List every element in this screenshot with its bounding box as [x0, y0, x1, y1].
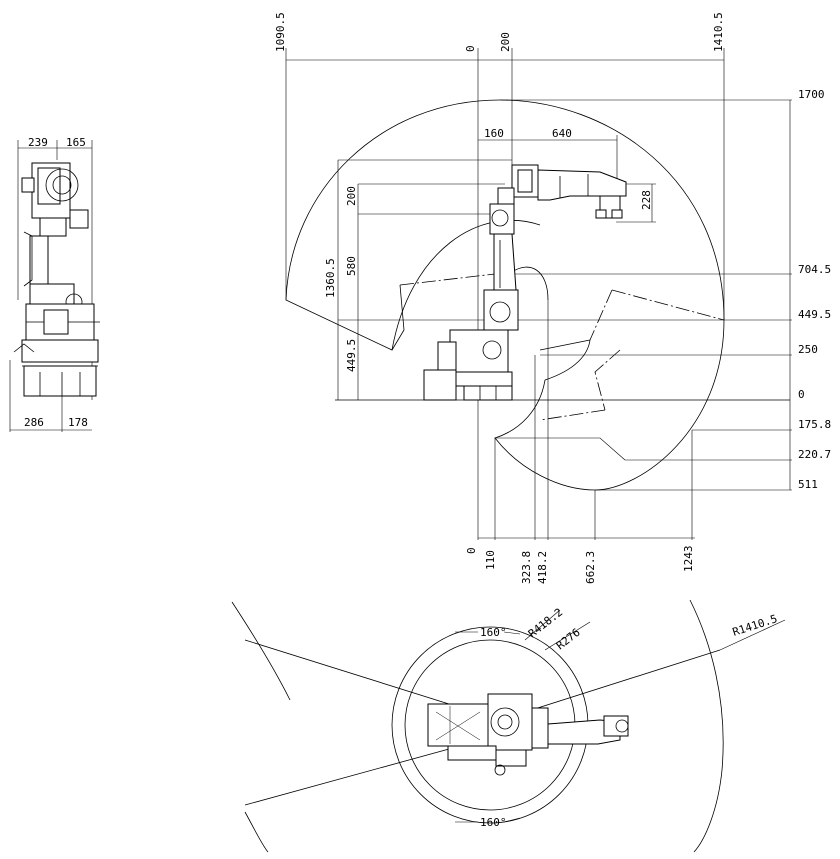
- front-dim-bottom-323-8: 323.8: [520, 551, 533, 584]
- robot-top-silhouette: [427, 693, 629, 776]
- top-view: 160° 160° R418.2 R276 R1410.5: [231, 599, 786, 853]
- front-dim-449-5: 449.5: [798, 308, 831, 321]
- front-dim-1090-5: 1090.5: [274, 12, 287, 52]
- front-dim-bottom-110: 110: [484, 550, 497, 570]
- front-dim-left-580: 580: [345, 256, 358, 276]
- front-dim-200: 200: [499, 32, 512, 52]
- front-dim-bottom-1243: 1243: [682, 546, 695, 573]
- front-view: 1090.5 0 200 1410.5 160 640 228 20: [274, 12, 831, 584]
- front-dim-bottom-418-2: 418.2: [536, 551, 549, 584]
- side-dim-165: 165: [66, 136, 86, 149]
- front-dim-x0-top: 0: [464, 45, 477, 52]
- angle-label-top: 160°: [480, 626, 507, 639]
- side-view: 239 165: [9, 136, 100, 432]
- front-dim-left-200: 200: [345, 186, 358, 206]
- robot-front-silhouette: [423, 164, 627, 401]
- front-dim-1700: 1700: [798, 88, 825, 101]
- front-dim-left-449-5: 449.5: [345, 339, 358, 372]
- front-dim-bottom-662-3: 662.3: [584, 551, 597, 584]
- front-dim-704-5: 704.5: [798, 263, 831, 276]
- front-dim-160: 160: [484, 127, 504, 140]
- front-dim-1410-5: 1410.5: [712, 12, 725, 52]
- front-dim-220-7: 220.7: [798, 448, 831, 461]
- front-dim-bottom-0: 0: [465, 547, 478, 554]
- radius-label-418-2: R418.2: [526, 606, 565, 641]
- side-dim-286: 286: [24, 416, 44, 429]
- side-dim-239: 239: [28, 136, 48, 149]
- front-dim-175-8: 175.8: [798, 418, 831, 431]
- front-dim-0: 0: [798, 388, 805, 401]
- front-dim-228: 228: [640, 190, 653, 210]
- front-dim-left-1360-5: 1360.5: [324, 258, 337, 298]
- front-dim-640: 640: [552, 127, 572, 140]
- robot-side-silhouette: [13, 162, 100, 397]
- front-dim-250: 250: [798, 343, 818, 356]
- side-dim-178: 178: [68, 416, 88, 429]
- radius-label-276: R276: [554, 626, 583, 653]
- front-dim-511: 511: [798, 478, 818, 491]
- angle-label-bottom: 160°: [480, 816, 507, 829]
- radius-label-1410-5: R1410.5: [731, 612, 779, 639]
